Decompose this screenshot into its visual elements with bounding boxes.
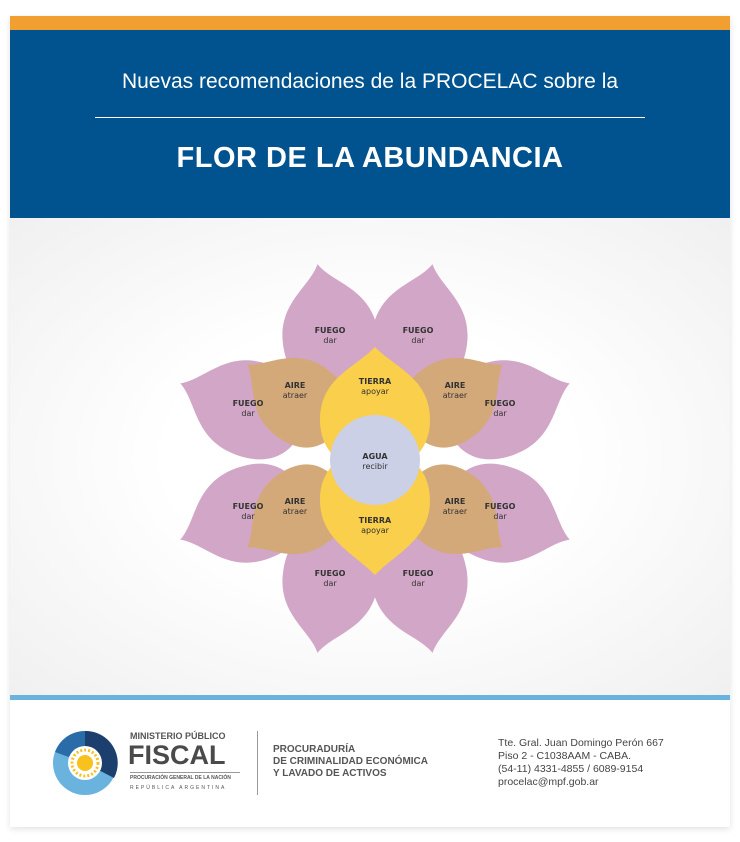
fuego-verb-label: dar: [241, 512, 255, 521]
agua-name-label: AGUA: [362, 452, 388, 461]
orange-stripe: [10, 16, 730, 30]
address: Tte. Gral. Juan Domingo Perón 667: [498, 737, 664, 749]
org-line: DE CRIMINALIDAD ECONÓMICA: [273, 756, 428, 767]
fuego-name-label: FUEGO: [233, 399, 264, 408]
fuego-verb-label: dar: [241, 409, 255, 418]
aire-verb-label: atraer: [283, 391, 308, 400]
fuego-name-label: FUEGO: [485, 399, 516, 408]
address-line2: Piso 2 - C1038AAM - CABA.: [498, 750, 632, 762]
aire-verb-label: atraer: [443, 391, 468, 400]
agua-circle: [330, 415, 420, 505]
tierra-name-label: TIERRA: [359, 516, 392, 525]
blue-divider: [10, 695, 730, 700]
page-title: FLOR DE LA ABUNDANCIA: [176, 142, 564, 174]
fuego-name-label: FUEGO: [403, 569, 434, 578]
fuego-name-label: FUEGO: [485, 502, 516, 511]
vertical-divider: [257, 731, 258, 795]
aire-name-label: AIRE: [445, 497, 466, 506]
aire-name-label: AIRE: [285, 497, 306, 506]
logo-rule: [130, 772, 240, 773]
fuego-verb-label: dar: [323, 336, 337, 345]
aire-name-label: AIRE: [285, 381, 306, 390]
fuego-name-label: FUEGO: [315, 569, 346, 578]
phone: (54-11) 4331-4855 / 6089-9154: [498, 763, 644, 775]
aire-verb-label: atraer: [283, 507, 308, 516]
fuego-name-label: FUEGO: [315, 326, 346, 335]
agua-verb-label: recibir: [362, 462, 388, 471]
flower-diagram: FUEGOdarFUEGOdarFUEGOdarFUEGOdarFUEGOdar…: [163, 255, 587, 662]
fuego-verb-label: dar: [493, 409, 507, 418]
mpf-logo-icon: [53, 730, 118, 795]
subtitle: Nuevas recomendaciones de la PROCELAC so…: [121, 70, 619, 93]
org-line: Y LAVADO DE ACTIVOS: [273, 768, 387, 779]
fuego-name-label: FUEGO: [233, 502, 264, 511]
header: Nuevas recomendaciones de la PROCELAC so…: [10, 30, 730, 218]
divider: [95, 117, 645, 118]
aire-name-label: AIRE: [445, 381, 466, 390]
contact-info: Tte. Gral. Juan Domingo Perón 667 Piso 2…: [498, 737, 664, 789]
flyer: Nuevas recomendaciones de la PROCELAC so…: [10, 16, 730, 827]
logo-line2: FISCAL: [128, 740, 226, 770]
footer: MINISTERIO PÚBLICO FISCAL PROCURACIÓN GE…: [10, 700, 730, 827]
tierra-name-label: TIERRA: [359, 377, 392, 386]
logo-line3: PROCURACIÓN GENERAL DE LA NACIÓN: [130, 775, 231, 781]
tierra-verb-label: apoyar: [361, 526, 390, 535]
fuego-verb-label: dar: [411, 579, 425, 588]
email-link[interactable]: procelac@mpf.gob.ar: [498, 776, 599, 788]
aire-verb-label: atraer: [443, 507, 468, 516]
org-name: PROCURADURÍA DE CRIMINALIDAD ECONÓMICA Y…: [273, 744, 428, 780]
tierra-verb-label: apoyar: [361, 387, 390, 396]
org-line: PROCURADURÍA: [273, 744, 356, 755]
logo-line1: MINISTERIO PÚBLICO: [130, 731, 226, 741]
fuego-name-label: FUEGO: [403, 326, 434, 335]
fuego-verb-label: dar: [411, 336, 425, 345]
logo-line4: REPÚBLICA ARGENTINA: [130, 785, 227, 791]
fuego-verb-label: dar: [323, 579, 337, 588]
fuego-verb-label: dar: [493, 512, 507, 521]
